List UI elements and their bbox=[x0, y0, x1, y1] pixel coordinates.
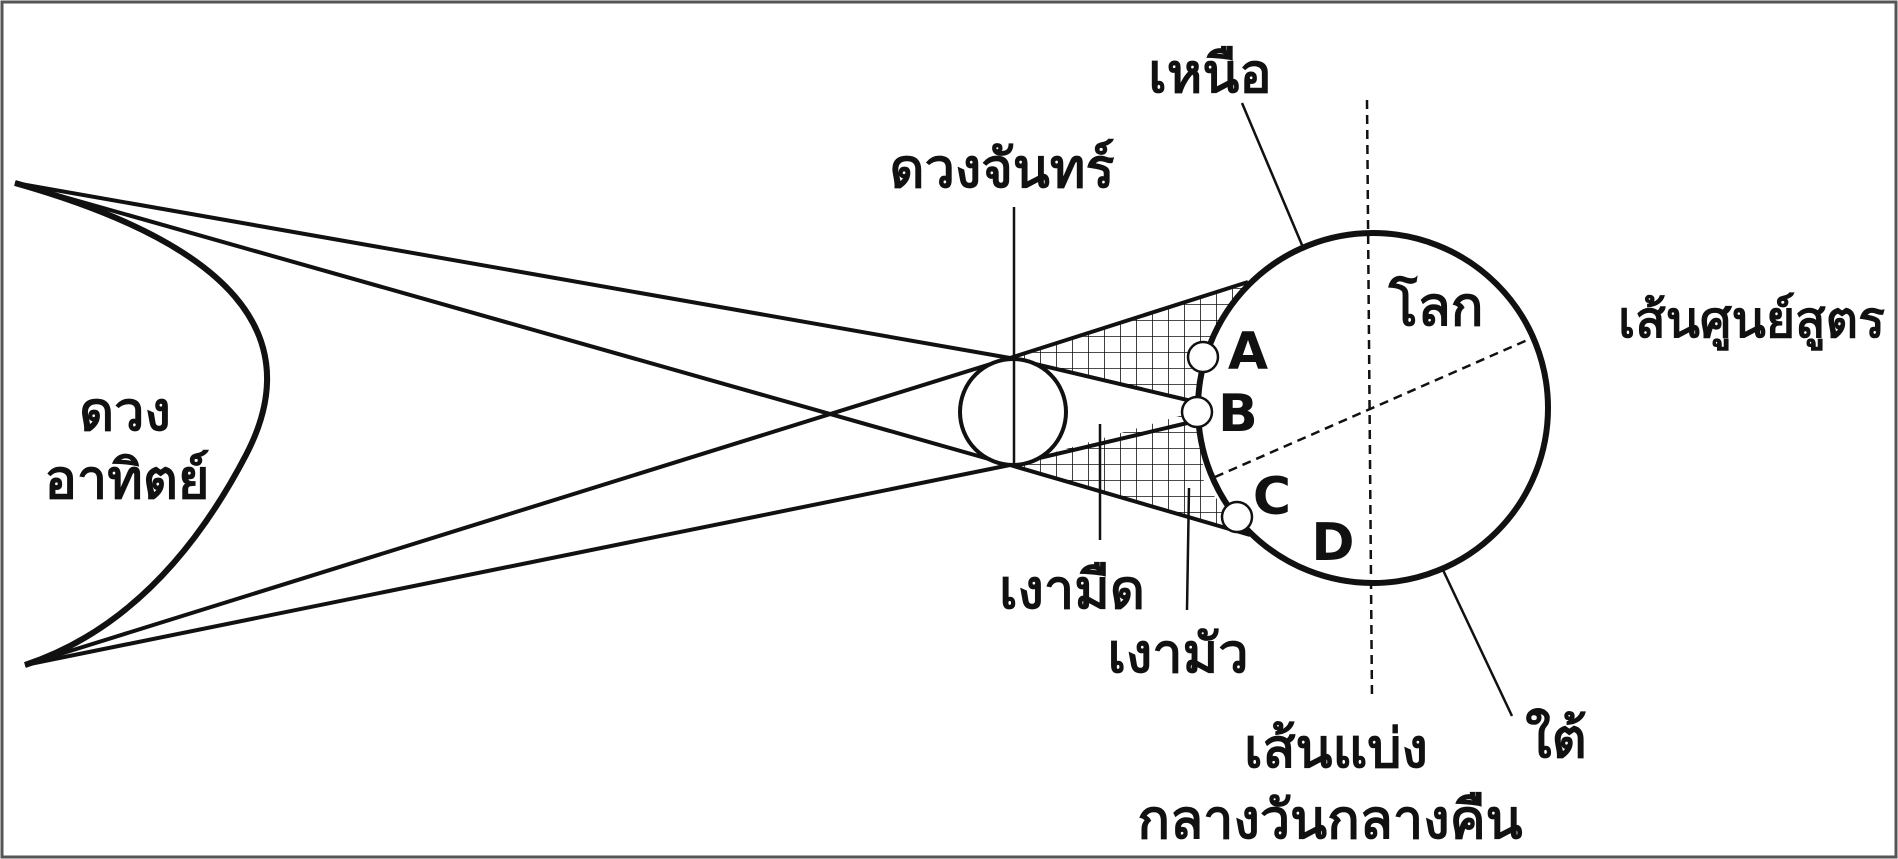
earth-label: โลก bbox=[1388, 275, 1484, 338]
point-c-label: C bbox=[1253, 467, 1291, 527]
north-label: เหนือ bbox=[1148, 42, 1271, 105]
penumbra-label: เงามัว bbox=[1107, 622, 1248, 685]
south-label: ใต้ bbox=[1525, 707, 1586, 770]
point-a-marker bbox=[1188, 342, 1218, 372]
moon-label: ดวงจันทร์ bbox=[890, 137, 1115, 200]
sun-label-line1: ดวง bbox=[79, 380, 171, 443]
umbra-label: เงามืด bbox=[999, 558, 1145, 621]
terminator-label-line1: เส้นแบ่ง bbox=[1244, 717, 1428, 780]
terminator-label-line2: กลางวันกลางคืน bbox=[1137, 788, 1522, 851]
sun-label-line2: อาทิตย์ bbox=[44, 448, 209, 511]
point-b-label: B bbox=[1218, 384, 1258, 444]
point-d-label: D bbox=[1311, 513, 1354, 573]
point-a-label: A bbox=[1228, 322, 1268, 382]
equator-label: เส้นศูนย์สูตร bbox=[1618, 291, 1885, 351]
point-c-marker bbox=[1222, 502, 1252, 532]
point-b-marker bbox=[1182, 397, 1212, 427]
